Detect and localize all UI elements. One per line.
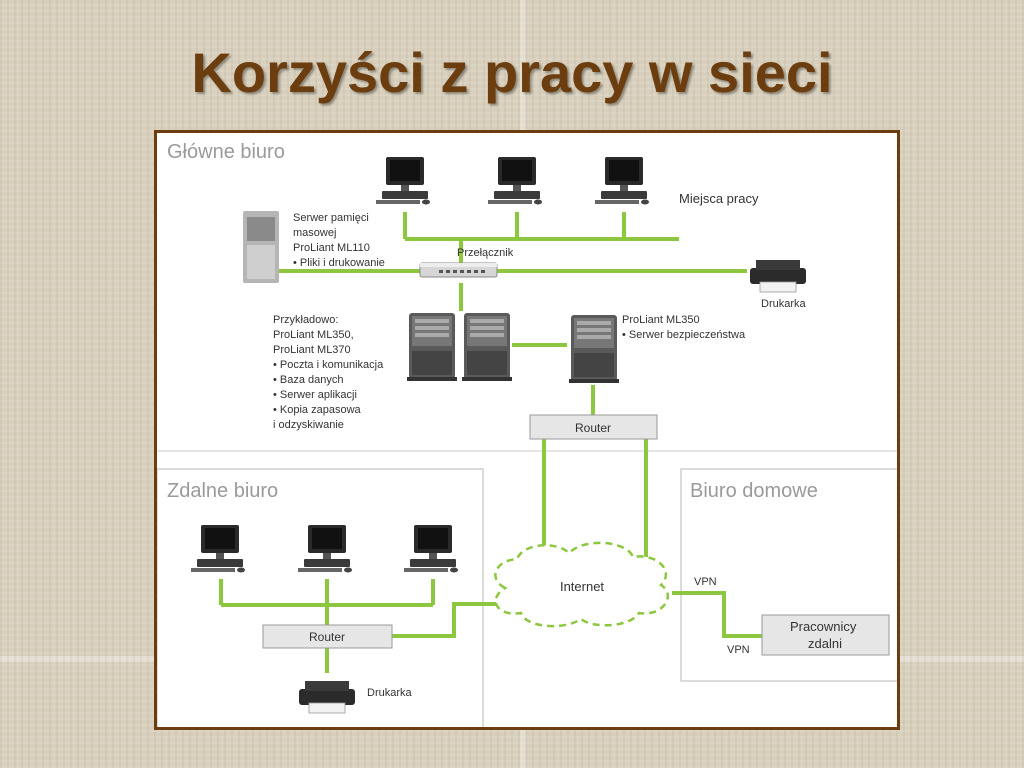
- network-diagram: Główne biuro Zdalne biuro Biuro domowe M…: [154, 130, 902, 732]
- remote-office-title: Zdalne biuro: [167, 480, 278, 502]
- router-remote-box: [262, 624, 393, 649]
- printer-remote-label: Drukarka: [367, 687, 413, 699]
- printer-main-icon: [749, 259, 807, 293]
- printer-remote-icon: [298, 680, 356, 714]
- workstation-1-icon: [376, 157, 430, 205]
- remote-workstation-1-icon: [191, 525, 245, 573]
- storage-server-label: Serwer pamięci masowej ProLiant ML110 • …: [293, 212, 385, 269]
- storage-server-icon: [243, 211, 279, 283]
- home-office-title: Biuro domowe: [690, 480, 818, 502]
- security-server-label: ProLiant ML350 • Serwer bezpieczeństwa: [622, 314, 746, 341]
- server-2-icon: [462, 313, 512, 381]
- vpn-bottom-label: VPN: [727, 644, 750, 656]
- router-remote-label: Router: [309, 630, 345, 644]
- switch-icon: [419, 262, 498, 278]
- example-servers-label: Przykładowo: ProLiant ML350, ProLiant ML…: [273, 314, 386, 431]
- remote-workers-box: [761, 614, 890, 656]
- switch-label: Przełącznik: [457, 247, 514, 259]
- remote-workstation-3-icon: [404, 525, 458, 573]
- workstation-2-icon: [488, 157, 542, 205]
- internet-cloud-icon: [494, 541, 669, 628]
- router-main-box: [529, 414, 658, 440]
- vpn-top-label: VPN: [694, 576, 717, 588]
- remote-workers-label: Pracownicy zdalni: [790, 619, 860, 651]
- slide-title: Korzyści z pracy w sieci: [191, 41, 833, 104]
- printer-main-label: Drukarka: [761, 298, 807, 310]
- main-office-title: Główne biuro: [167, 141, 285, 163]
- network-links: [219, 212, 762, 673]
- remote-workstation-2-icon: [298, 525, 352, 573]
- router-main-label: Router: [575, 421, 611, 435]
- workstations-label: Miejsca pracy: [679, 191, 759, 206]
- security-server-icon: [569, 315, 619, 383]
- internet-label: Internet: [560, 579, 604, 594]
- workstation-3-icon: [595, 157, 649, 205]
- server-1-icon: [407, 313, 457, 381]
